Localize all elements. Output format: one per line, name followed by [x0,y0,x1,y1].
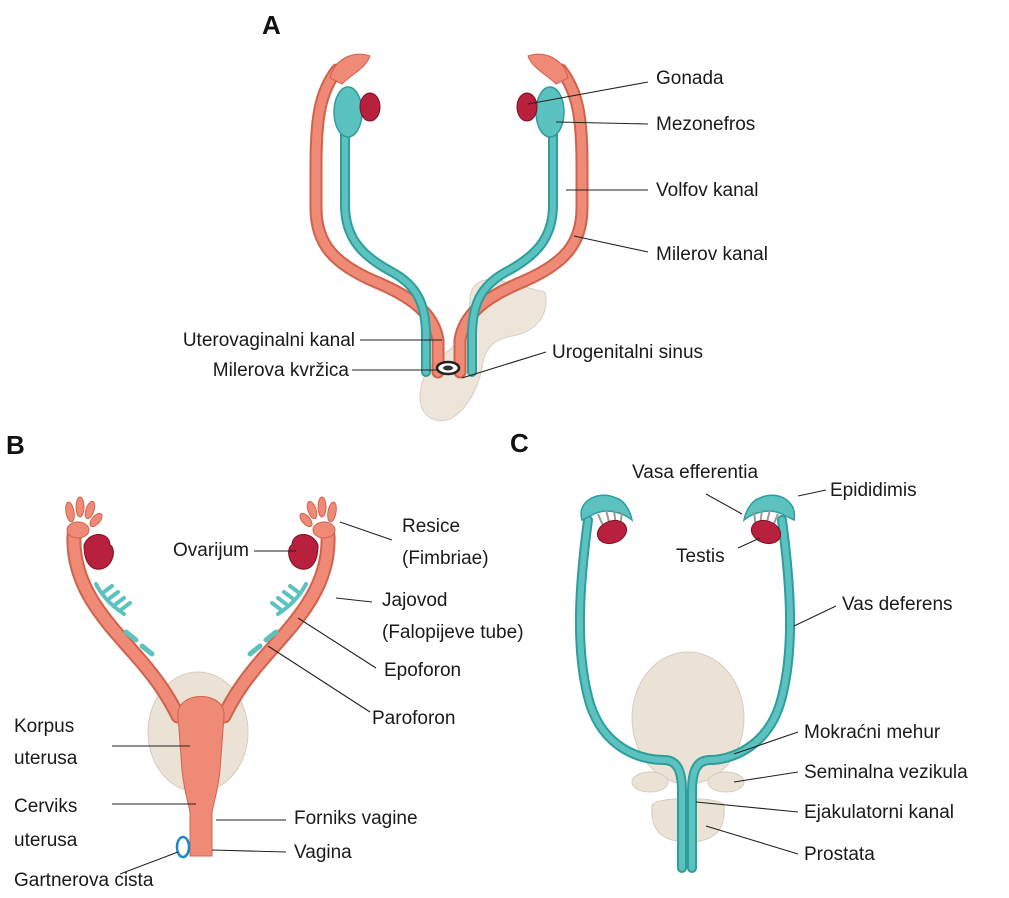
mullerian-funnel-left [330,54,370,84]
label-epididimis: Epididimis [830,480,917,502]
mesonephros-left [334,87,362,137]
label-gartnerova-cista: Gartnerova cista [14,870,153,892]
label-seminalna-vezikula: Seminalna vezikula [804,762,968,784]
gonad-right [517,93,537,121]
label-cerviks: Cerviks [14,796,77,818]
ovary-right [289,534,318,569]
panel-label-a: A [262,10,281,41]
wolffian-duct-left [345,130,426,372]
label-uterovaginalni-kanal: Uterovaginalni kanal [183,330,355,352]
label-forniks-vagine: Forniks vagine [294,808,418,830]
panel-label-c: C [510,428,529,459]
label-vas-deferens: Vas deferens [842,594,953,616]
label-milerova-kvrzica: Milerova kvržica [213,360,349,382]
panel-a-illustration [316,54,648,421]
epididymis-left [581,495,632,520]
testis-left [594,517,630,548]
seminal-vesicle-right [708,772,744,792]
mesonephros-right [536,87,564,137]
label-testis: Testis [676,546,725,568]
mullerian-funnel-right [528,54,568,84]
label-jajovod: Jajovod [382,590,448,612]
label-ejakulatorni-kanal: Ejakulatorni kanal [804,802,954,824]
uterus-body [178,697,224,857]
label-vasa-efferentia: Vasa efferentia [632,462,758,484]
label-korpus: Korpus [14,716,74,738]
label-paroforon: Paroforon [372,708,455,730]
label-falopijeve-tube: (Falopijeve tube) [382,622,524,644]
label-resice: Resice [402,516,460,538]
label-mokracni-mehur: Mokraćni mehur [804,722,940,744]
fimbriae-right [298,497,338,538]
seminal-vesicle-left [632,772,668,792]
label-gonada: Gonada [656,68,724,90]
label-milerov-kanal: Milerov kanal [656,244,768,266]
fimbriae-left [64,497,104,538]
label-vagina: Vagina [294,842,352,864]
label-ovarijum: Ovarijum [173,540,249,562]
label-prostata: Prostata [804,844,875,866]
gartner-cyst [177,837,189,857]
label-urogenitalni-sinus: Urogenitalni sinus [552,342,703,364]
label-korpus-uterusa: uterusa [14,748,77,770]
gonad-left [360,93,380,121]
bladder-shape-c [632,652,744,784]
label-mezonefros: Mezonefros [656,114,755,136]
ovary-left [84,534,113,569]
label-epoforon: Epoforon [384,660,461,682]
label-cerviks-uterusa: uterusa [14,830,77,852]
label-volfov-kanal: Volfov kanal [656,180,758,202]
label-fimbriae: (Fimbriae) [402,548,489,570]
panel-label-b: B [6,430,25,461]
